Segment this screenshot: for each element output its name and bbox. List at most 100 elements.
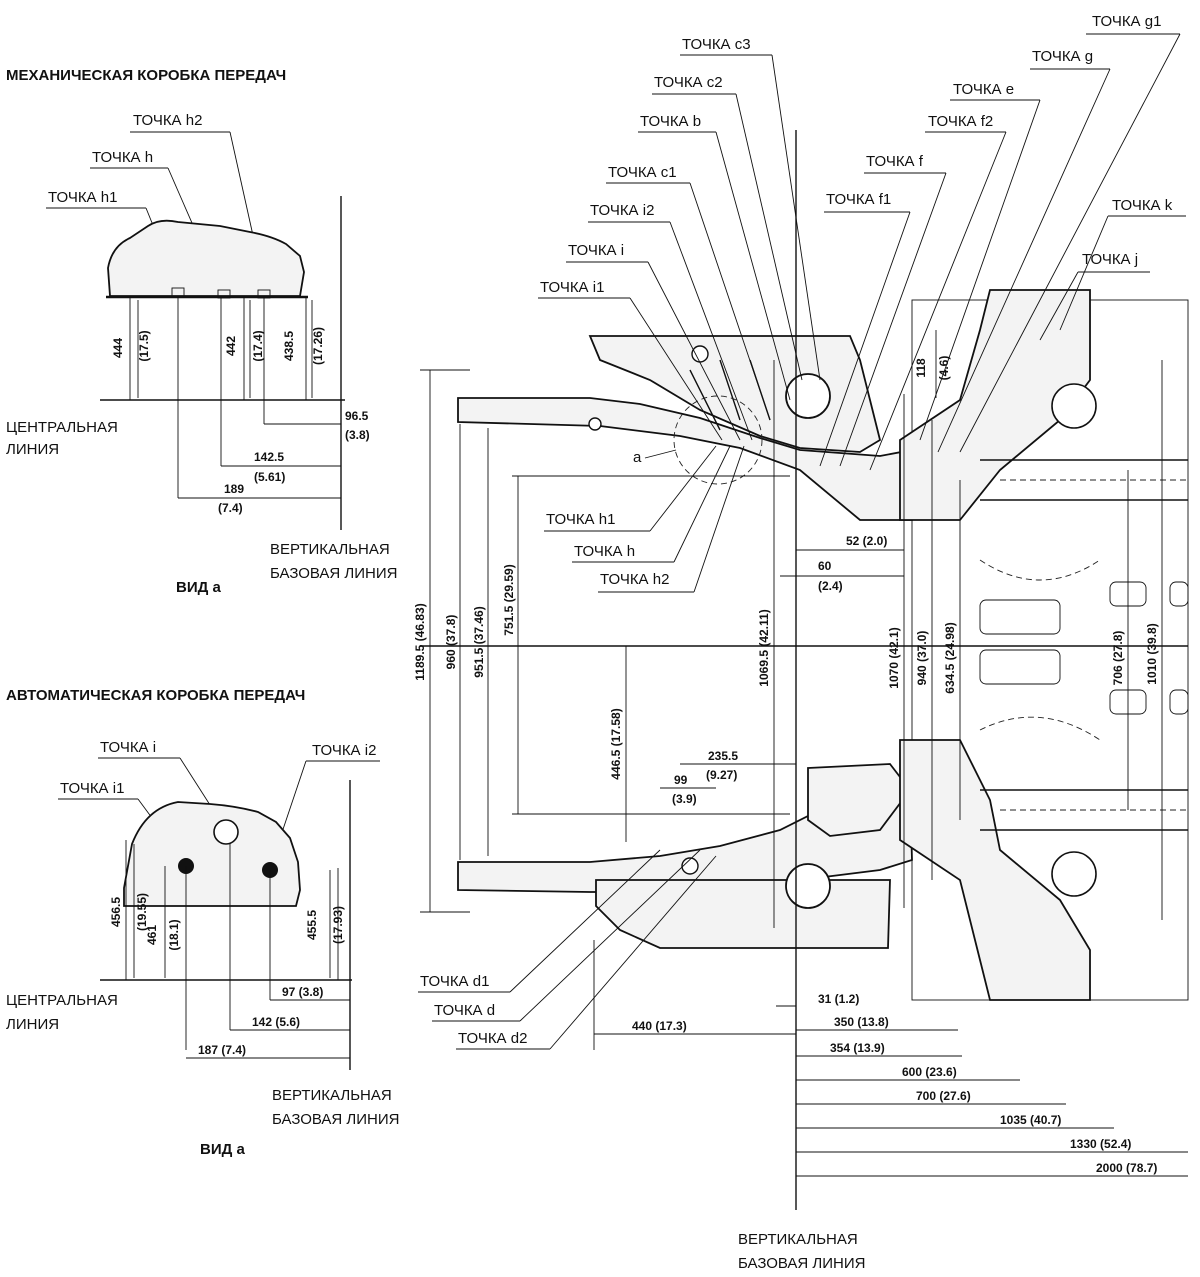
dim-i2-height: 455.5 <box>305 910 319 940</box>
dim-350: 350 (13.8) <box>834 1015 889 1029</box>
baseline-label-2: БАЗОВАЯ ЛИНИЯ <box>270 565 398 582</box>
point-label-d1: ТОЧКА d1 <box>420 973 489 990</box>
dim-235-5: 235.5 <box>708 749 738 763</box>
dim-31: 31 (1.2) <box>818 992 859 1006</box>
point-label-d: ТОЧКА d <box>434 1002 495 1019</box>
point-label-e: ТОЧКА e <box>953 81 1014 98</box>
dim-2000: 2000 (78.7) <box>1096 1161 1157 1175</box>
dim-1069-5: 1069.5 (42.11) <box>757 609 771 686</box>
point-label-g: ТОЧКА g <box>1032 48 1093 65</box>
view-a-marker: a <box>633 449 642 466</box>
dim-i-height-in: (19.55) <box>135 893 149 931</box>
point-label-i: ТОЧКА i <box>100 739 156 756</box>
baseline-label-1: ВЕРТИКАЛЬНАЯ <box>270 541 390 558</box>
dim-h1-height-in: (17.5) <box>137 330 151 361</box>
dim-600: 600 (23.6) <box>902 1065 957 1079</box>
point-label-j: ТОЧКА j <box>1082 251 1138 268</box>
dim-700: 700 (27.6) <box>916 1089 971 1103</box>
point-label-c2: ТОЧКА c2 <box>654 74 723 91</box>
point-label-i-main: ТОЧКА i <box>568 242 624 259</box>
dim-h-height-in: (17.4) <box>251 330 265 361</box>
automatic-transmission-view: АВТОМАТИЧЕСКАЯ КОРОБКА ПЕРЕДАЧ ТОЧКА i Т… <box>6 687 400 1158</box>
lower-suspension-arm <box>595 879 891 949</box>
point-label-h: ТОЧКА h <box>92 149 153 166</box>
point-label-h1: ТОЧКА h1 <box>48 189 117 206</box>
point-label-k: ТОЧКА k <box>1112 197 1173 214</box>
main-baseline-label-1: ВЕРТИКАЛЬНАЯ <box>738 1231 858 1248</box>
point-label-i2: ТОЧКА i2 <box>312 742 376 759</box>
point-label-b: ТОЧКА b <box>640 113 701 130</box>
dim-1330: 1330 (52.4) <box>1070 1137 1131 1151</box>
centerline-label-1: ЦЕНТРАЛЬНАЯ <box>6 419 118 436</box>
dim-i1-offset: 187 (7.4) <box>198 1043 246 1057</box>
dim-1010: 1010 (39.8) <box>1145 623 1159 684</box>
point-label-h2-main: ТОЧКА h2 <box>600 571 669 588</box>
view-a-label-at: ВИД a <box>200 1141 245 1158</box>
baseline-label-at-1: ВЕРТИКАЛЬНАЯ <box>272 1087 392 1104</box>
manual-transmission-heading: МЕХАНИЧЕСКАЯ КОРОБКА ПЕРЕДАЧ <box>6 67 286 84</box>
point-label-i1-main: ТОЧКА i1 <box>540 279 604 296</box>
dim-99: 99 <box>674 773 688 787</box>
manual-transmission-body <box>107 219 305 297</box>
point-label-h1-main: ТОЧКА h1 <box>546 511 615 528</box>
dim-60: 60 <box>818 559 832 573</box>
dim-i1-height: 461 <box>145 925 159 945</box>
dim-960: 960 (37.8) <box>444 615 458 670</box>
dim-1189-5: 1189.5 (46.83) <box>413 603 427 680</box>
dim-235-5-in: (9.27) <box>706 768 737 782</box>
point-label-i2-main: ТОЧКА i2 <box>590 202 654 219</box>
dim-118: 118 <box>914 358 928 378</box>
dim-i2-height-in: (17.93) <box>331 906 345 944</box>
automatic-transmission-heading: АВТОМАТИЧЕСКАЯ КОРОБКА ПЕРЕДАЧ <box>6 687 305 704</box>
dim-1035: 1035 (40.7) <box>1000 1113 1061 1127</box>
dim-h1-offset: 189 <box>224 482 244 496</box>
underbody-drawing: a ТОЧКА g1 ТОЧКА c3 ТОЧКА g ТОЧКА c2 ТОЧ… <box>413 13 1189 1272</box>
dim-354: 354 (13.9) <box>830 1041 885 1055</box>
point-label-f2: ТОЧКА f2 <box>928 113 993 130</box>
dim-h-offset: 142.5 <box>254 450 284 464</box>
dim-h-offset-in: (5.61) <box>254 470 285 484</box>
centerline-label-2: ЛИНИЯ <box>6 441 59 458</box>
point-label-h2: ТОЧКА h2 <box>133 112 202 129</box>
lower-bracket <box>807 763 912 837</box>
manual-transmission-view: МЕХАНИЧЕСКАЯ КОРОБКА ПЕРЕДАЧ ТОЧКА h2 ТО… <box>6 67 398 596</box>
dim-1070: 1070 (42.1) <box>887 627 901 688</box>
point-label-h-main: ТОЧКА h <box>574 543 635 560</box>
dim-751-5: 751.5 (29.59) <box>502 564 516 635</box>
baseline-label-at-2: БАЗОВАЯ ЛИНИЯ <box>272 1111 400 1128</box>
point-label-c3: ТОЧКА c3 <box>682 36 751 53</box>
dim-940: 940 (37.0) <box>915 631 929 686</box>
dim-i1-height-in: (18.1) <box>167 919 181 950</box>
point-label-f: ТОЧКА f <box>866 153 924 170</box>
dim-634-5: 634.5 (24.98) <box>943 622 957 693</box>
dim-440: 440 (17.3) <box>632 1019 687 1033</box>
point-label-c1: ТОЧКА c1 <box>608 164 677 181</box>
dim-118-in: (4.6) <box>937 356 951 381</box>
dim-i2-offset: 97 (3.8) <box>282 985 323 999</box>
point-label-d2: ТОЧКА d2 <box>458 1030 527 1047</box>
point-label-g1: ТОЧКА g1 <box>1092 13 1161 30</box>
dim-i-height: 456.5 <box>109 897 123 927</box>
dim-h-height: 442 <box>224 336 238 356</box>
automatic-transmission-body <box>123 801 301 907</box>
dim-h2-offset: 96.5 <box>345 409 369 423</box>
dim-60-in: (2.4) <box>818 579 843 593</box>
dim-446-5: 446.5 (17.58) <box>609 708 623 779</box>
centerline-label-at-1: ЦЕНТРАЛЬНАЯ <box>6 992 118 1009</box>
dim-h2-offset-in: (3.8) <box>345 428 370 442</box>
dim-h2-height-in: (17.26) <box>311 327 325 365</box>
point-label-f1: ТОЧКА f1 <box>826 191 891 208</box>
dim-99-in: (3.9) <box>672 792 697 806</box>
dim-h1-offset-in: (7.4) <box>218 501 243 515</box>
centerline-label-at-2: ЛИНИЯ <box>6 1016 59 1033</box>
dim-706: 706 (27.8) <box>1111 631 1125 686</box>
main-baseline-label-2: БАЗОВАЯ ЛИНИЯ <box>738 1255 866 1272</box>
dim-951-5: 951.5 (37.46) <box>472 606 486 677</box>
dim-h1-height: 444 <box>111 338 125 358</box>
dim-52: 52 (2.0) <box>846 534 887 548</box>
dim-i-offset: 142 (5.6) <box>252 1015 300 1029</box>
view-a-label-mt: ВИД a <box>176 579 221 596</box>
dim-h2-height: 438.5 <box>282 331 296 361</box>
point-label-i1: ТОЧКА i1 <box>60 780 124 797</box>
